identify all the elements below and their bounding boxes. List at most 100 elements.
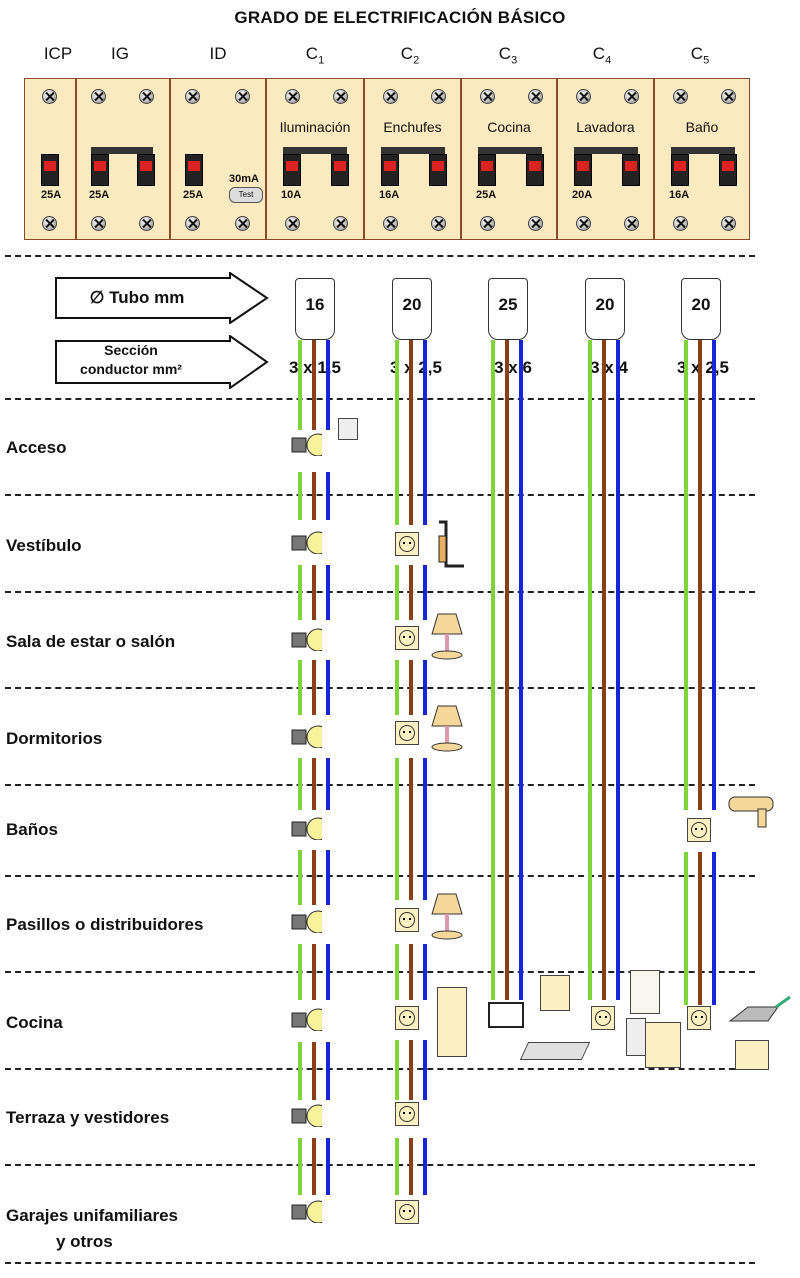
doorbell-icon: [338, 418, 358, 440]
room-cocina: Cocina: [6, 1013, 63, 1032]
screw-icon: [333, 216, 348, 231]
phase-wire: [698, 340, 702, 810]
screw-icon: [480, 216, 495, 231]
neutral-wire: [423, 944, 427, 1000]
screw-icon: [721, 89, 736, 104]
tube-c2: 20: [392, 278, 432, 340]
phase-wire: [312, 944, 316, 1000]
tube-c1: 16: [295, 278, 335, 340]
socket-icon: [395, 1200, 419, 1224]
breaker-lever: [526, 154, 544, 186]
column-head-c2: C2: [400, 44, 420, 67]
light-bulb-icon: [291, 1104, 322, 1127]
neutral-wire: [423, 340, 427, 525]
column-head-c3: C3: [498, 44, 518, 67]
phase-wire: [312, 660, 316, 715]
seccion-label-1: Sección: [104, 342, 158, 358]
section-c5: 3 x 2,5: [677, 358, 729, 377]
phase-wire: [409, 944, 413, 1000]
diagram-title: GRADO DE ELECTRIFICACIÓN BÁSICO: [234, 8, 566, 27]
earth-wire: [298, 565, 302, 620]
screw-icon: [624, 89, 639, 104]
earth-wire: [298, 850, 302, 905]
neutral-wire: [616, 340, 620, 1000]
light-bulb-icon: [291, 1200, 322, 1223]
phase-wire: [409, 340, 413, 525]
room-dormitorios: Dormitorios: [6, 729, 103, 748]
circuit-amp: 25A: [476, 189, 497, 201]
breaker-lever: [719, 154, 737, 186]
socket-icon: [591, 1006, 615, 1030]
circuit-amp: 16A: [669, 189, 690, 201]
seccion-arrow: [55, 335, 269, 389]
room-terraza: Terraza y vestidores: [6, 1108, 170, 1127]
earth-wire: [298, 1042, 302, 1100]
earth-wire: [588, 340, 592, 1000]
seccion-label-2: conductor mm²: [80, 361, 182, 377]
circuit-label: Lavadora: [576, 119, 635, 135]
breaker-bar: [478, 147, 542, 154]
phase-wire: [409, 660, 413, 715]
lamp-icon: [430, 892, 464, 940]
socket-icon: [395, 532, 419, 556]
separator-line: [5, 398, 755, 400]
screw-icon: [480, 89, 495, 104]
neutral-wire: [326, 758, 330, 810]
earth-wire: [395, 340, 399, 525]
c1-module: Iluminación 10A: [266, 78, 364, 240]
separator-line: [5, 971, 755, 973]
earth-wire: [491, 340, 495, 1000]
earth-wire: [684, 852, 688, 1005]
icp-module: 25A: [24, 78, 76, 240]
light-bulb-icon: [291, 628, 322, 651]
breaker-lever: [671, 154, 689, 186]
microwave-icon: [735, 1040, 769, 1070]
room-garajes-2: y otros: [56, 1232, 113, 1251]
breaker-lever: [41, 154, 59, 186]
column-head-c4: C4: [592, 44, 612, 67]
tubo-label: ∅ Tubo mm: [89, 288, 185, 307]
earth-wire: [298, 1138, 302, 1195]
circuit-label: Cocina: [487, 119, 531, 135]
breaker-bar: [91, 147, 153, 154]
earth-wire: [395, 1040, 399, 1100]
breaker-lever: [622, 154, 640, 186]
light-bulb-icon: [291, 817, 322, 840]
test-button[interactable]: Test: [229, 187, 263, 203]
light-bulb-icon: [291, 1008, 322, 1031]
column-head-icp: ICP: [43, 44, 73, 63]
screw-icon: [42, 216, 57, 231]
screw-icon: [431, 89, 446, 104]
phase-wire: [312, 758, 316, 810]
screw-icon: [185, 89, 200, 104]
phase-wire: [312, 850, 316, 905]
neutral-wire: [326, 340, 330, 430]
c2-module: Enchufes 16A: [364, 78, 461, 240]
icp-amp: 25A: [41, 189, 62, 201]
screw-icon: [333, 89, 348, 104]
room-banos: Baños: [6, 820, 58, 839]
screw-icon: [528, 216, 543, 231]
breaker-bar: [381, 147, 445, 154]
breaker-bar: [671, 147, 735, 154]
cooktop-icon: [519, 1042, 591, 1060]
lamp-icon: [430, 612, 464, 660]
separator-line: [5, 784, 755, 786]
room-pasillos: Pasillos o distribuidores: [6, 915, 204, 934]
separator-line: [5, 1164, 755, 1166]
neutral-wire: [326, 472, 330, 520]
neutral-wire: [712, 852, 716, 1005]
neutral-wire: [519, 340, 523, 1000]
breaker-lever: [381, 154, 399, 186]
neutral-wire: [423, 660, 427, 715]
breaker-lever: [478, 154, 496, 186]
tubo-arrow: [55, 272, 269, 324]
screw-icon: [431, 216, 446, 231]
screw-icon: [139, 89, 154, 104]
section-c4: 3 x 4: [590, 358, 628, 377]
neutral-wire: [423, 565, 427, 620]
socket-icon: [395, 908, 419, 932]
separator-line: [5, 1068, 755, 1070]
earth-wire: [395, 660, 399, 715]
tube-c4: 20: [585, 278, 625, 340]
